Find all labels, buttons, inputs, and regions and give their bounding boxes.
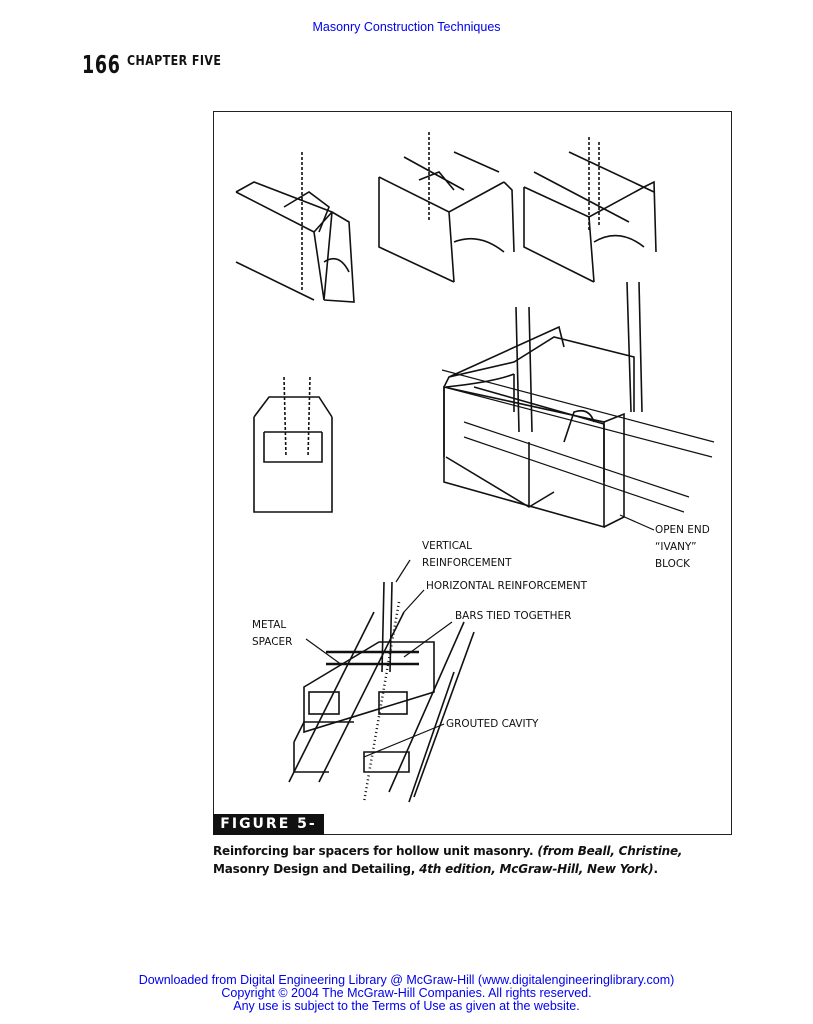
running-header[interactable]: Masonry Construction Techniques [312, 20, 501, 34]
ivany-block-sketch [441, 281, 715, 529]
block-sketch-3 [523, 137, 657, 283]
footer-terms[interactable]: Any use is subject to the Terms of Use a… [233, 999, 580, 1013]
block-plan-sketch [253, 376, 333, 513]
footer: Downloaded from Digital Engineering Libr… [0, 974, 813, 1013]
caption-text: Reinforcing bar spacers for hollow unit … [213, 844, 534, 858]
footer-copyright[interactable]: Copyright © 2004 The McGraw-Hill Compani… [221, 986, 592, 1000]
page-number: 166 [82, 50, 121, 79]
figure-label: FIGURE 5-27 [213, 814, 324, 853]
callout-horizontal-reinforcement: HORIZONTAL REINFORCEMENT [426, 579, 587, 592]
caption-source: (from Beall, Christine, [537, 844, 683, 858]
callout-open-end-block: OPEN END “IVANY” BLOCK [655, 523, 710, 570]
reinforcement-illustration [235, 132, 715, 803]
figure-caption: Reinforcing bar spacers for hollow unit … [213, 842, 738, 878]
callout-grouted-cavity: GROUTED CAVITY [446, 717, 539, 730]
callout-leaders [305, 514, 655, 758]
wall-section-sketch [288, 581, 475, 803]
callout-metal-spacer: METAL SPACER [252, 618, 293, 648]
chapter-heading: CHAPTER FIVE [127, 54, 222, 69]
block-sketch-1 [235, 152, 355, 303]
callout-bars-tied-together: BARS TIED TOGETHER [455, 609, 572, 622]
callout-vertical-reinforcement: VERTICAL REINFORCEMENT [422, 539, 512, 569]
footer-download-link[interactable]: Downloaded from Digital Engineering Libr… [138, 973, 675, 987]
caption-book-title: Masonry Design and Detailing, [213, 862, 416, 876]
caption-period: . [653, 862, 658, 876]
figure-frame: OPEN END “IVANY” BLOCK VERTICAL REINFORC… [213, 111, 732, 853]
block-sketch-2 [378, 132, 515, 283]
caption-edition: 4th edition, McGraw-Hill, New York) [419, 862, 654, 876]
